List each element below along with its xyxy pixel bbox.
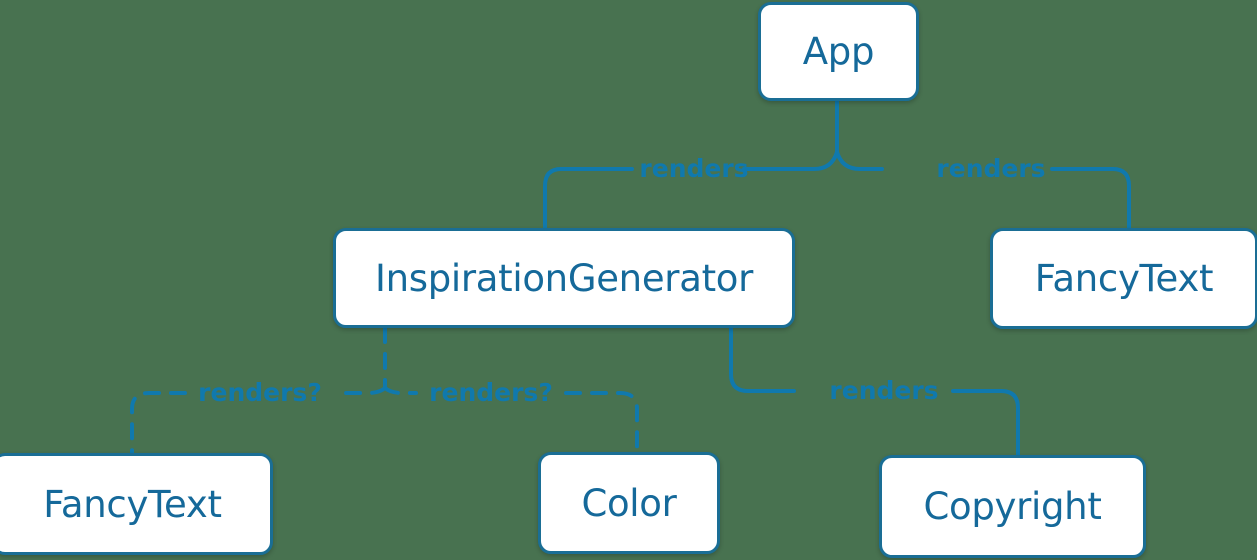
node-copyright[interactable]: Copyright [879,455,1146,558]
node-app-label: App [802,30,875,73]
edge-label-inspgen-fancytext: renders? [198,378,322,407]
edge-app-inspgen-left-segment [543,167,634,230]
edge-inspgen-fancytext-left-segment [130,391,187,455]
node-inspiration-generator-label: InspirationGenerator [374,256,754,300]
edge-label-app-fancytext: renders [936,154,1045,183]
edge-label-inspgen-copyright: renders [829,376,938,405]
edge-app-inspgen-right-segment [742,150,839,171]
edge-label-app-inspgen: renders [639,154,748,183]
node-color-label: Color [581,481,677,525]
node-fancytext-bottom-left[interactable]: FancyText [0,453,273,555]
node-fancytext-bottom-left-label: FancyText [43,482,222,526]
node-fancytext-right-label: FancyText [1034,257,1214,300]
edge-inspgen-fancytext-right-segment [334,386,387,395]
edge-inspgen-copyright-right-segment [951,389,1020,457]
node-color[interactable]: Color [538,452,720,554]
edge-app-fancytext-left-segment [835,150,884,171]
node-fancytext-right[interactable]: FancyText [990,228,1257,329]
edge-label-inspgen-color: renders? [429,378,553,407]
edge-inspgen-copyright-left-segment [729,326,796,393]
node-app[interactable]: App [758,2,919,101]
node-inspiration-generator[interactable]: InspirationGenerator [333,228,795,328]
node-copyright-label: Copyright [923,485,1102,528]
edge-inspgen-color-right-segment [564,391,639,454]
edge-inspgen-color-left-segment [383,386,418,395]
edge-app-fancytext-right-segment [1050,167,1131,230]
